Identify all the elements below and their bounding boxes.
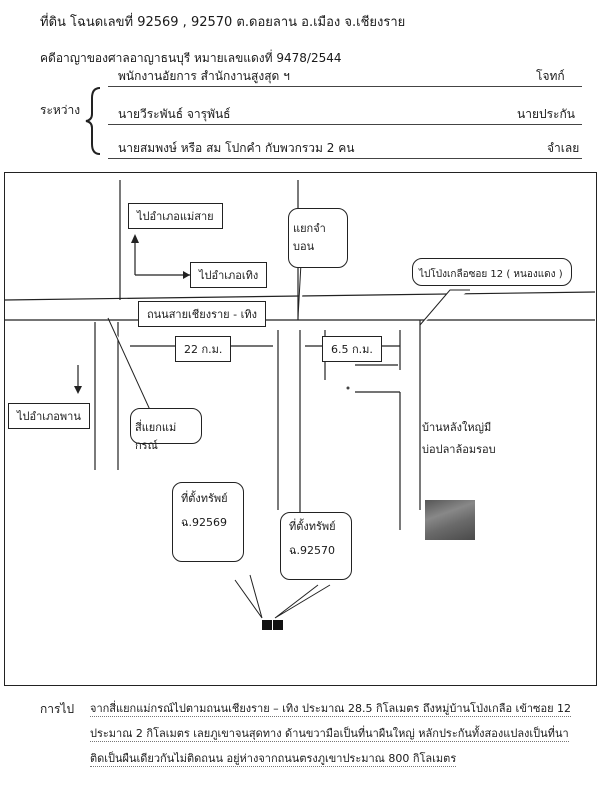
house-note-line2: บ่อปลาล้อมรอบ [422,443,496,456]
house-note: บ้านหลังใหญ่มี บ่อปลาล้อมรอบ [422,418,498,462]
divider-line [108,86,582,87]
callout-plot-92570: ที่ตั้งทรัพย์ ฉ.92570 [280,512,352,580]
directions-label: การไป [40,702,75,716]
plot-92570-label: ที่ตั้งทรัพย์ [289,520,336,533]
party-defendant-name: นายสมพงษ์ หรือ สม โปกคำ กับพวกรวม 2 คน [118,141,355,155]
plot-92569-number: ฉ.92569 [181,516,227,529]
case-line: คดีอาญาของศาลอาญาธนบุรี หมายเลขแดงที่ 94… [40,51,342,65]
between-label: ระหว่าง [40,103,81,117]
plot-92570-number: ฉ.92570 [289,544,335,557]
party-guarantor-role: นายประกัน [517,107,575,121]
directions-line-3: ติดเป็นผืนเดียวกันไม่ติดถนน อยู่ห่างจากถ… [90,752,457,767]
directions-line-1: จากสี่แยกแม่กรณ์ไปตามถนนเชียงราย – เทิง … [90,702,572,717]
deed-line: ที่ดิน โฉนดเลขที่ 92569 , 92570 ต.ดอยลาน… [40,15,406,30]
callout-pong-kluea: ไปโป่งเกลือซอย 12 ( หนองแดง ) [412,258,572,286]
brace-icon [85,87,101,155]
party-plaintiff-name: พนักงานอัยการ สำนักงานสูงสุด ฯ [118,69,290,83]
label-road: ถนนสายเชียงราย - เทิง [138,301,266,327]
callout-junction: สี่แยกแม่กรณ์ [130,408,202,452]
callout-plot-92569: ที่ตั้งทรัพย์ ฉ.92569 [172,482,244,562]
label-mae-sai: ไปอำเภอแม่สาย [128,203,223,229]
divider-line [108,158,582,159]
route-map [4,172,597,686]
label-22km: 22 ก.ม. [175,336,232,362]
label-thoeng: ไปอำเภอเทิง [190,262,268,288]
party-guarantor-name: นายวีระพันธ์ จารุพันธ์ [118,107,231,121]
directions-line-2: ประมาณ 2 กิโลเมตร เลยภูเขาจนสุดทาง ด้านข… [90,727,569,742]
house-note-line1: บ้านหลังใหญ่มี [422,421,492,434]
plot-92569-label: ที่ตั้งทรัพย์ [181,492,228,505]
callout-jumbon: แยกจำบอน [288,208,348,268]
label-6-5km: 6.5 ก.ม. [322,336,382,362]
mountain-photo [425,500,475,540]
divider-line [108,124,582,125]
label-phan: ไปอำเภอพาน [8,403,90,429]
party-plaintiff-role: โจทก์ [536,69,565,83]
party-defendant-role: จำเลย [547,141,580,155]
